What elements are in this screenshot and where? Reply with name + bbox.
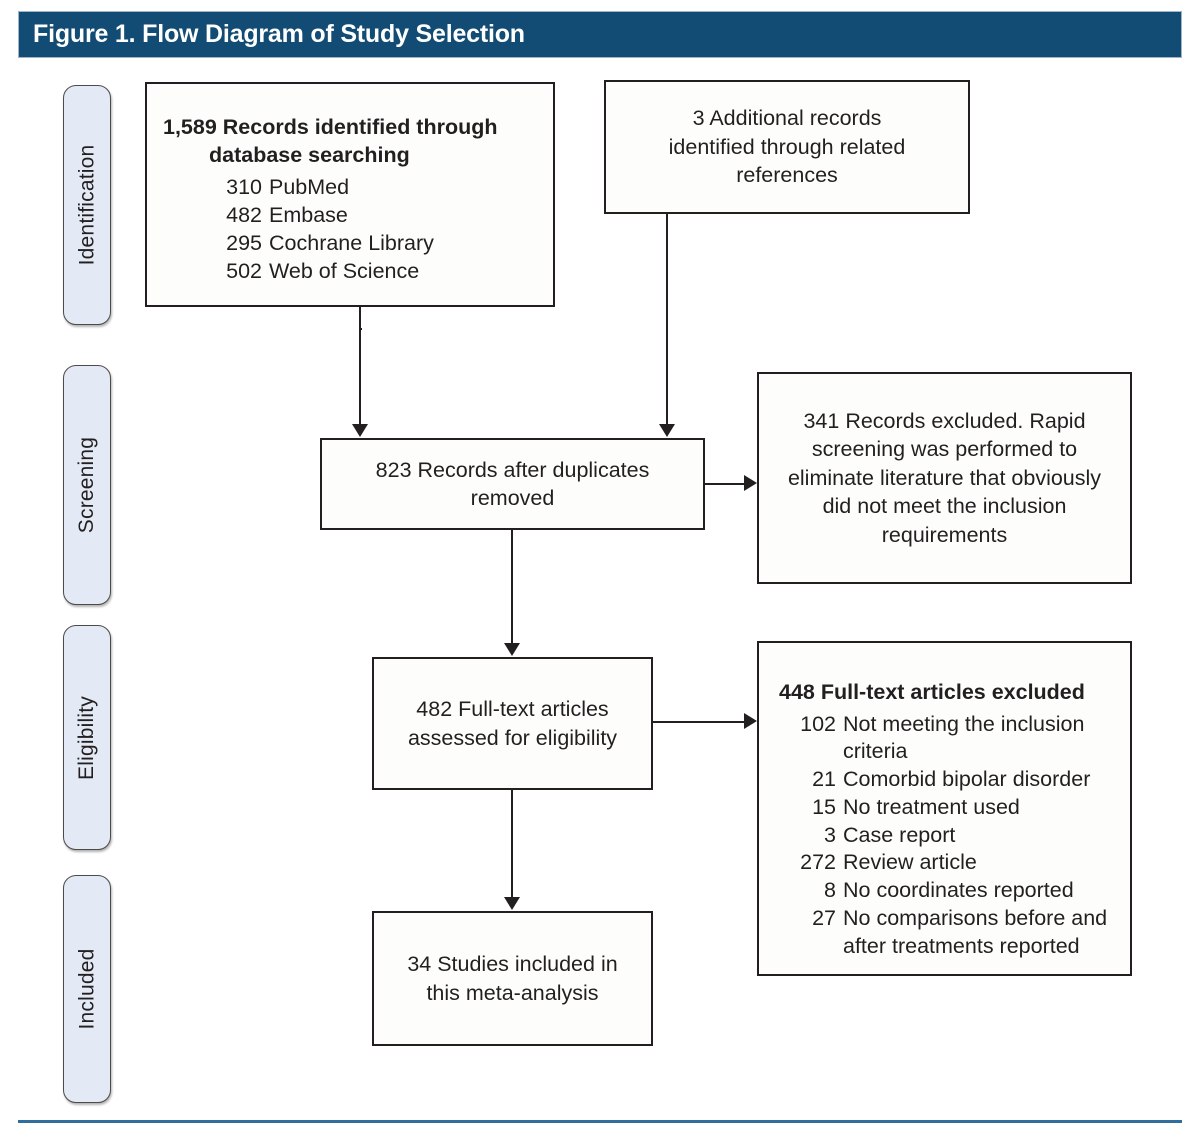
source-count: 310 <box>226 175 262 200</box>
page-title: Figure 1. Flow Diagram of Study Selectio… <box>33 20 525 48</box>
arrow-dedup-to-fulltext <box>504 643 520 656</box>
source-label: Web of Science <box>269 258 420 283</box>
box-records-excluded-text: 341 Records excluded. Rapid screening wa… <box>787 409 1102 547</box>
box-records-identified-heading: 1,589 Records identified through databas… <box>163 115 498 167</box>
phase-tab-included: Included <box>63 875 111 1103</box>
arrow-dedup-to-excluded <box>744 475 757 491</box>
source-count: 502 <box>226 258 262 283</box>
source-count: 482 <box>226 203 262 228</box>
arrow-additional-to-dedup <box>659 424 675 437</box>
list-item: 27 No comparisons before and after treat… <box>775 905 1114 960</box>
records-identified-source-list: 310 PubMed 482 Embase 295 Cochrane Libra… <box>163 174 537 285</box>
reason-count: 8 <box>824 878 836 903</box>
connector-additional-to-dedup <box>666 214 669 425</box>
reason-count: 102 <box>800 711 836 736</box>
box-records-after-duplicates-text: 823 Records after duplicates removed <box>375 457 650 510</box>
list-item: 21 Comorbid bipolar disorder <box>775 766 1114 794</box>
connector-dedup-to-excluded <box>705 483 746 486</box>
source-label: Cochrane Library <box>269 230 434 255</box>
source-label: PubMed <box>269 175 350 200</box>
box-studies-included: 34 Studies included in this meta-analysi… <box>372 911 653 1046</box>
phase-tab-identification: Identification <box>63 85 111 325</box>
list-item: 3 Case report <box>775 822 1114 850</box>
list-item: 502 Web of Science <box>221 258 537 286</box>
reason-label: Comorbid bipolar disorder <box>843 767 1091 792</box>
phase-tab-label: Included <box>75 948 98 1030</box>
list-item: 482 Embase <box>221 202 537 230</box>
phase-tab-label: Identification <box>75 144 98 266</box>
phase-tab-screening: Screening <box>63 365 111 605</box>
box-records-excluded: 341 Records excluded. Rapid screening wa… <box>757 372 1132 584</box>
connector-identified-stub <box>359 307 362 330</box>
phase-tab-eligibility: Eligibility <box>63 625 111 850</box>
list-item: 310 PubMed <box>221 174 537 202</box>
arrow-fulltext-to-excluded <box>744 713 757 729</box>
reason-count: 21 <box>812 767 836 792</box>
box-records-after-duplicates: 823 Records after duplicates removed <box>320 438 705 530</box>
reason-count: 272 <box>800 850 836 875</box>
list-item: 102 Not meeting the inclusion criteria <box>775 711 1114 766</box>
box-additional-records: 3 Additional records identified through … <box>604 80 970 214</box>
reason-count: 27 <box>812 905 836 930</box>
reason-label: No treatment used <box>843 794 1020 819</box>
figure-title-bar: Figure 1. Flow Diagram of Study Selectio… <box>18 11 1182 58</box>
box-fulltext-excluded-heading: 448 Full-text articles excluded <box>779 680 1085 704</box>
reason-label: Review article <box>843 850 977 875</box>
reason-label: No coordinates reported <box>843 878 1074 903</box>
reason-label: Not meeting the inclusion criteria <box>843 711 1085 764</box>
box-fulltext-excluded: 448 Full-text articles excluded 102 Not … <box>757 641 1132 976</box>
connector-fulltext-to-excluded <box>653 721 746 724</box>
reason-label: No comparisons before and after treatmen… <box>843 905 1108 958</box>
list-item: 8 No coordinates reported <box>775 877 1114 905</box>
list-item: 272 Review article <box>775 849 1114 877</box>
footer-rule <box>18 1120 1182 1123</box>
box-studies-included-text: 34 Studies included in this meta-analysi… <box>407 952 618 1005</box>
fulltext-exclusion-reason-list: 102 Not meeting the inclusion criteria 2… <box>775 711 1114 961</box>
phase-tab-label: Screening <box>75 436 98 534</box>
box-fulltext-assessed: 482 Full-text articles assessed for elig… <box>372 657 653 790</box>
reason-count: 3 <box>824 822 836 847</box>
box-additional-records-text: 3 Additional records identified through … <box>668 106 906 188</box>
phase-tab-label: Eligibility <box>75 695 98 780</box>
connector-identified-to-dedup <box>359 328 362 425</box>
box-records-identified: 1,589 Records identified through databas… <box>145 82 555 307</box>
source-count: 295 <box>226 230 262 255</box>
source-label: Embase <box>269 203 348 228</box>
reason-count: 15 <box>812 794 836 819</box>
connector-fulltext-to-included <box>511 790 514 898</box>
connector-dedup-to-fulltext <box>511 530 514 644</box>
list-item: 15 No treatment used <box>775 794 1114 822</box>
list-item: 295 Cochrane Library <box>221 230 537 258</box>
arrow-identified-to-dedup <box>352 424 368 437</box>
box-fulltext-assessed-text: 482 Full-text articles assessed for elig… <box>407 697 618 750</box>
reason-label: Case report <box>843 822 956 847</box>
arrow-fulltext-to-included <box>504 897 520 910</box>
